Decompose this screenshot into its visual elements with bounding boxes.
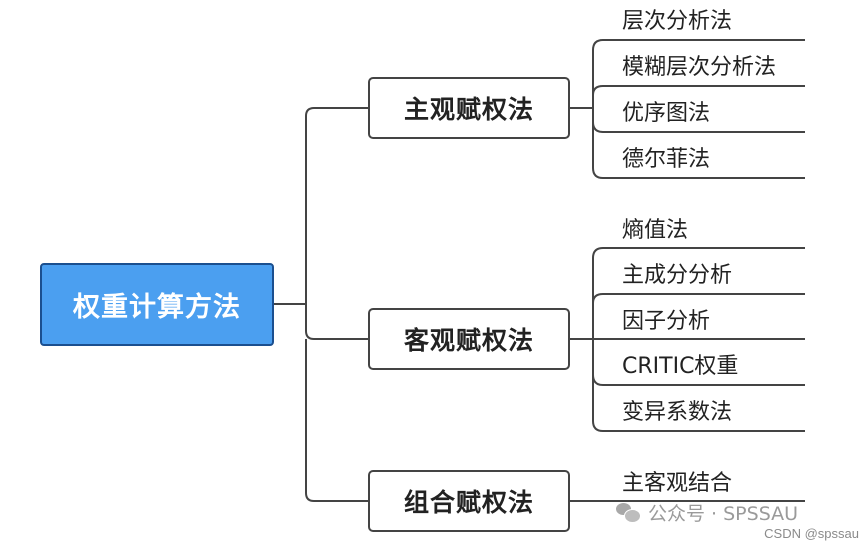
leaf-cv: 变异系数法 <box>622 400 733 425</box>
watermark-text: 公众号 · SPSSAU <box>648 503 799 525</box>
leaf-line-2-2 <box>592 293 805 339</box>
leaf-combined: 主客观结合 <box>622 471 733 496</box>
branch-connector-3 <box>305 339 368 502</box>
branch-connector-2 <box>305 304 368 340</box>
leaf-delphi: 德尔菲法 <box>622 147 711 172</box>
branch-node-objective: 客观赋权法 <box>368 308 570 370</box>
watermark: 公众号 · SPSSAU <box>616 499 798 526</box>
leaf-entropy: 熵值法 <box>622 218 689 243</box>
branch-node-subjective: 主观赋权法 <box>368 77 570 139</box>
wechat-icon <box>616 502 641 523</box>
branch-connector-1 <box>305 107 368 304</box>
leaf-fuzzy-ahp: 模糊层次分析法 <box>622 55 777 80</box>
leaf-line-1-1 <box>592 39 805 108</box>
leaf-factor-analysis: 因子分析 <box>622 309 711 334</box>
credit-text: CSDN @spssau <box>764 526 859 541</box>
leaf-line-1-2 <box>592 85 805 108</box>
leaf-pca: 主成分分析 <box>622 263 733 288</box>
root-node: 权重计算方法 <box>40 263 274 346</box>
leaf-priority-chart: 优序图法 <box>622 101 711 126</box>
leaf-line-2-1 <box>592 247 805 339</box>
leaf-critic: CRITIC权重 <box>622 354 739 379</box>
leaf-line-2-5 <box>592 339 805 432</box>
leaf-ahp: 层次分析法 <box>622 9 733 34</box>
branch-node-combined: 组合赋权法 <box>368 470 570 532</box>
leaf-line-1-4 <box>592 108 805 179</box>
